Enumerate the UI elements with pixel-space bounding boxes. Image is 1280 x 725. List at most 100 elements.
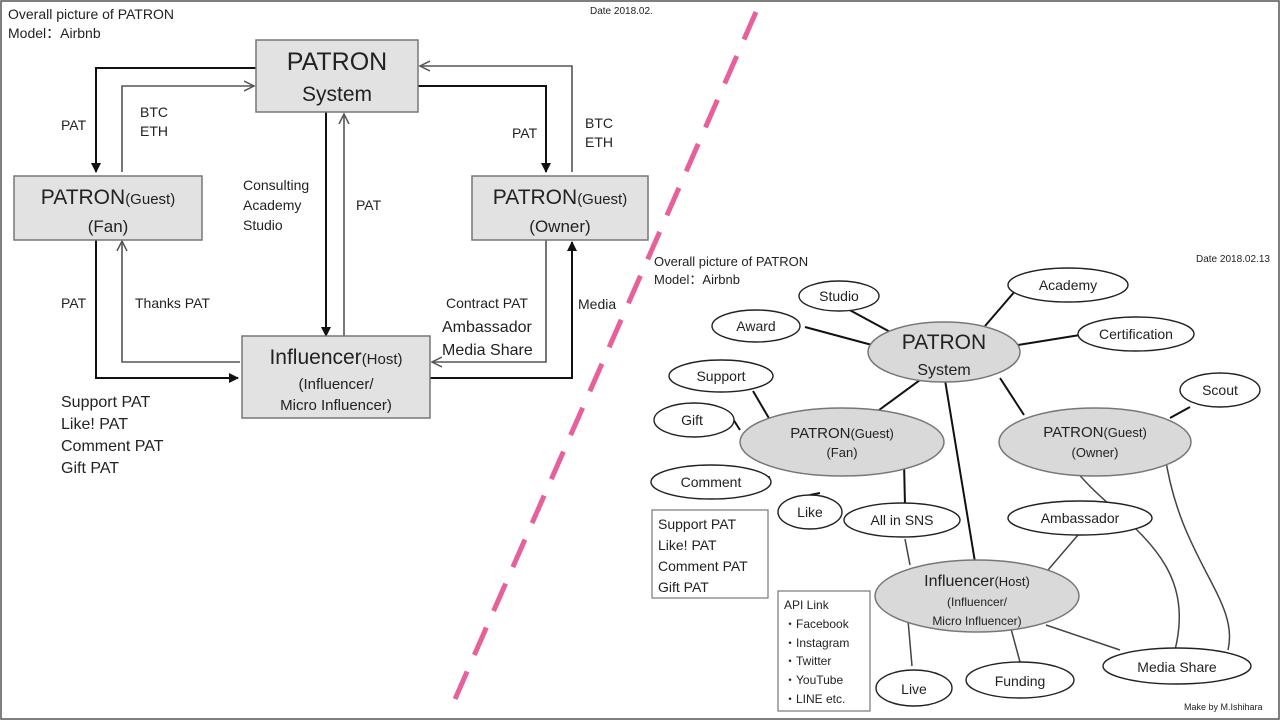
right-fan-node: PATRON(Guest) (Fan) <box>739 407 945 477</box>
arrow-system-to-owner <box>418 85 551 173</box>
node-scout: Scout <box>1179 372 1261 408</box>
arrow-system-to-fan <box>91 67 256 173</box>
right-fan-sub: (Fan) <box>826 445 857 460</box>
left-influencer-sub1: (Influencer/ <box>298 376 374 393</box>
node-media-share: Media Share <box>1102 647 1252 685</box>
left-edge-labels: PAT BTC ETH PAT BTC ETH Consulting Acade… <box>61 104 616 359</box>
left-support-item: Support PAT <box>61 394 150 411</box>
label-eth-left: ETH <box>140 123 168 139</box>
node-gift-label: Gift <box>681 412 703 428</box>
label-ambassador: Ambassador <box>442 319 532 336</box>
right-influencer-title-line: Influencer(Host) <box>924 573 1030 590</box>
arrow-fan-to-influencer <box>95 240 239 383</box>
arrow-owner-to-system <box>420 66 573 172</box>
node-funding: Funding <box>965 661 1075 699</box>
node-comment-label: Comment <box>681 474 742 490</box>
api-title: API Link <box>784 598 830 612</box>
right-support-box: Support PAT Like! PAT Comment PAT Gift P… <box>651 509 769 599</box>
label-btc-left: BTC <box>140 104 168 120</box>
arrow-influencer-to-owner <box>430 241 577 379</box>
label-media: Media <box>578 296 616 312</box>
left-support-item: Gift PAT <box>61 460 119 477</box>
left-influencer-sub2: Micro Influencer) <box>280 397 392 414</box>
right-support-item: Comment PAT <box>658 558 748 574</box>
node-media-share-label: Media Share <box>1137 659 1217 675</box>
node-academy: Academy <box>1007 267 1129 303</box>
right-system-title: PATRON <box>902 331 986 354</box>
node-funding-label: Funding <box>995 673 1046 689</box>
api-item: ・Facebook <box>784 617 850 631</box>
label-thanks-pat: Thanks PAT <box>135 295 210 311</box>
right-owner-sub: (Owner) <box>1072 445 1119 460</box>
node-award: Award <box>711 309 801 343</box>
node-gift: Gift <box>653 402 735 438</box>
label-media-share: Media Share <box>442 342 533 359</box>
dashed-divider <box>449 10 759 708</box>
label-pat-center: PAT <box>356 197 382 213</box>
right-system-subtitle: System <box>917 362 970 379</box>
left-influencer-title-line: Influencer(Host) <box>269 346 402 369</box>
node-comment: Comment <box>650 464 772 500</box>
arrow-fan-to-system <box>121 86 254 172</box>
node-ambassador: Ambassador <box>1007 500 1153 536</box>
right-owner-title-line: PATRON(Guest) <box>1043 424 1147 441</box>
right-satellite-nodes: Studio Academy Award Certification Suppo… <box>650 267 1261 707</box>
node-support: Support <box>668 359 774 393</box>
left-fan-box: PATRON(Guest) (Fan) <box>13 175 203 241</box>
node-scout-label: Scout <box>1202 382 1238 398</box>
node-award-label: Award <box>736 318 775 334</box>
api-item: ・YouTube <box>784 673 843 687</box>
left-header-date: Date 2018.02. <box>590 6 653 17</box>
right-header-model: Model：Airbnb <box>654 272 740 287</box>
left-fan-title-line: PATRON(Guest) <box>41 186 175 209</box>
left-header-model: Model：Airbnb <box>8 25 101 41</box>
right-support-item: Gift PAT <box>658 579 709 595</box>
left-header-title: Overall picture of PATRON <box>8 6 174 22</box>
node-live-label: Live <box>901 681 927 697</box>
node-like: Like <box>777 494 843 530</box>
label-btc-right: BTC <box>585 115 613 131</box>
left-connectors <box>91 66 577 383</box>
right-header-title: Overall picture of PATRON <box>654 254 808 269</box>
arrow-owner-to-influencer <box>432 240 547 362</box>
left-owner-sub: (Owner) <box>529 217 590 236</box>
left-owner-title-line: PATRON(Guest) <box>493 186 627 209</box>
label-eth-right: ETH <box>585 134 613 150</box>
node-studio-label: Studio <box>819 288 859 304</box>
right-header-date: Date 2018.02.13 <box>1196 254 1270 265</box>
label-pat-left-top: PAT <box>61 117 87 133</box>
api-item: ・LINE etc. <box>784 692 845 706</box>
right-system-node: PATRON System <box>867 321 1021 383</box>
left-system-title: PATRON <box>287 48 387 76</box>
credit-text: Make by M.Ishihara <box>1184 702 1263 712</box>
label-pat-left-bottom: PAT <box>61 295 87 311</box>
node-academy-label: Academy <box>1039 277 1097 293</box>
api-item: ・Twitter <box>784 654 831 668</box>
right-connectors <box>732 289 1231 667</box>
left-support-list: Support PAT Like! PAT Comment PAT Gift P… <box>61 394 164 477</box>
right-support-item: Like! PAT <box>658 537 717 553</box>
left-influencer-box: Influencer(Host) (Influencer/ Micro Infl… <box>241 335 431 419</box>
node-certification-label: Certification <box>1099 326 1173 342</box>
right-support-item: Support PAT <box>658 516 737 532</box>
label-pat-right-top: PAT <box>512 125 538 141</box>
node-all-in-sns-label: All in SNS <box>870 512 933 528</box>
node-support-label: Support <box>696 368 745 384</box>
node-live: Live <box>875 669 953 707</box>
left-fan-sub: (Fan) <box>88 217 129 236</box>
left-system-subtitle: System <box>302 83 372 106</box>
right-influencer-node: Influencer(Host) (Influencer/ Micro Infl… <box>874 559 1080 633</box>
right-owner-node: PATRON(Guest) (Owner) <box>998 407 1192 477</box>
node-all-in-sns: All in SNS <box>843 502 961 538</box>
node-certification: Certification <box>1077 316 1195 352</box>
label-academy: Academy <box>243 197 301 213</box>
label-studio: Studio <box>243 217 283 233</box>
label-consulting: Consulting <box>243 177 309 193</box>
node-like-label: Like <box>797 504 823 520</box>
right-fan-title-line: PATRON(Guest) <box>790 425 894 442</box>
left-owner-box: PATRON(Guest) (Owner) <box>471 175 649 241</box>
arrow-influencer-to-fan <box>122 241 240 363</box>
